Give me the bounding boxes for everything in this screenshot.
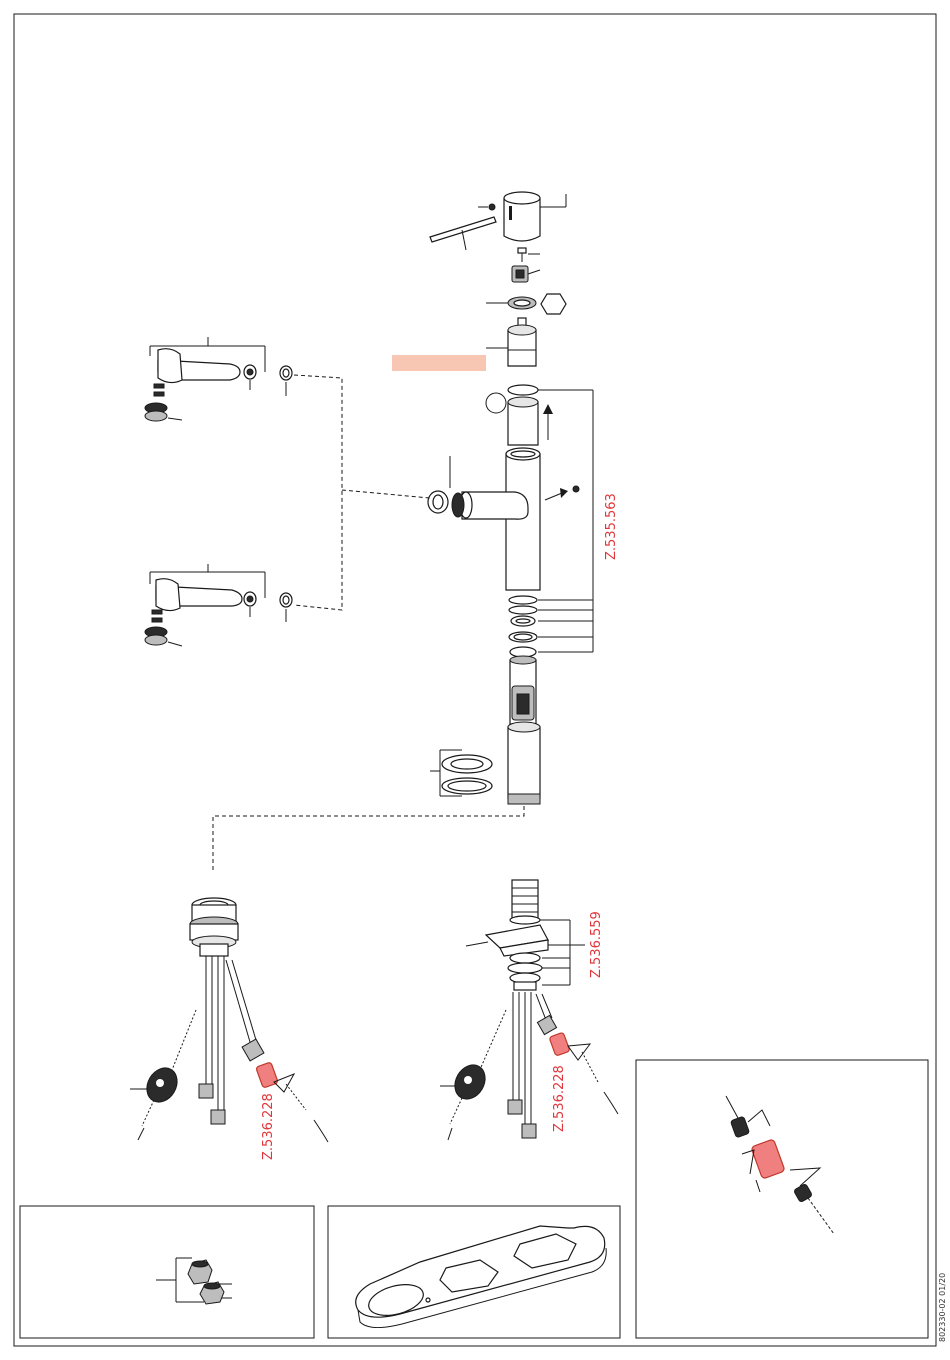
part-number-cartridge-set: Z.535.563 bbox=[604, 493, 619, 560]
part-number-mounting-set: Z.536.559 bbox=[589, 911, 604, 978]
spout-variant-lower bbox=[145, 564, 292, 646]
doc-code: 802330-02 01/20 bbox=[938, 1273, 947, 1342]
dashed-connectors bbox=[213, 375, 524, 870]
wrench-tool bbox=[356, 1226, 607, 1328]
highlight-box bbox=[392, 355, 486, 371]
inset-box-nuts bbox=[20, 1206, 314, 1338]
part-number-adapter-right: Z.536.228 bbox=[552, 1065, 567, 1132]
mounting-variant-left bbox=[130, 898, 328, 1142]
faucet-body bbox=[428, 390, 593, 804]
spout-variant-upper bbox=[145, 337, 292, 421]
handle-assembly bbox=[392, 192, 593, 445]
inset-adapter-detail bbox=[726, 1096, 834, 1234]
inset-nuts-detail bbox=[156, 1258, 232, 1304]
inset-box-adapter bbox=[636, 1060, 928, 1338]
outer-frame bbox=[14, 14, 936, 1346]
part-number-adapter-left: Z.536.228 bbox=[261, 1093, 276, 1160]
